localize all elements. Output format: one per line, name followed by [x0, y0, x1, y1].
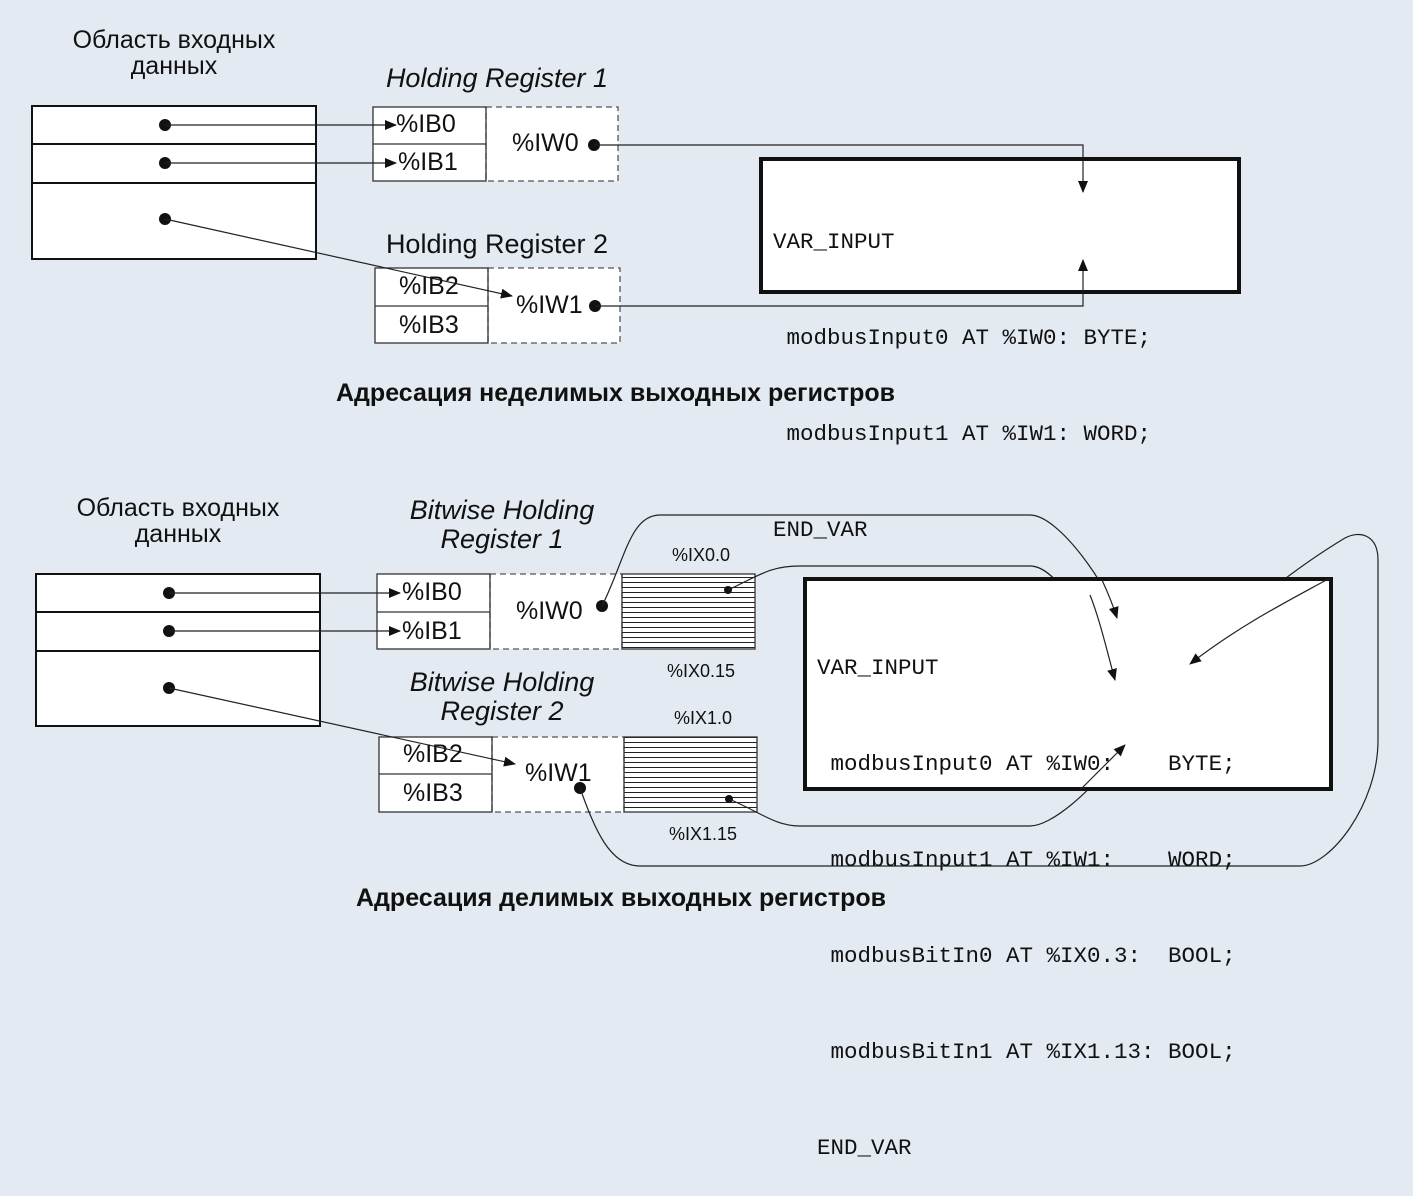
code-1-line: END_VAR [773, 517, 868, 543]
holding-register-2 [374, 267, 621, 344]
holding-register-1 [372, 106, 619, 182]
input-area-title-2: Область входных данных [48, 495, 308, 547]
input-area-title-1-line1: Область входных [72, 26, 276, 54]
bit-label-ix0-15: %IX0.15 [667, 661, 736, 681]
cell-ib2-2: %IB2 [403, 740, 463, 768]
input-area-table-1 [31, 105, 317, 260]
cell-ib0-2: %IB0 [402, 578, 462, 606]
input-area-title-1-line2: данных [130, 52, 218, 80]
cell-ib3-2: %IB3 [403, 779, 463, 807]
bitwise-register-1-title-line1: Bitwise Holding [409, 495, 595, 525]
bit-label-ix1-0: %IX1.0 [674, 708, 733, 728]
input-area-title-2-line2: данных [134, 520, 222, 548]
cell-ib3: %IB3 [399, 311, 459, 339]
caption-2: Адресация делимых выходных регистров [356, 884, 886, 912]
bit-label-ix1-15: %IX1.15 [669, 824, 738, 844]
input-area-title-2-line1: Область входных [76, 494, 280, 522]
bitwise-holding-register-1 [376, 573, 756, 650]
holding-register-2-title: Holding Register 2 [385, 229, 609, 259]
input-area-table-2 [35, 573, 321, 727]
caption-1: Адресация неделимых выходных регистров [336, 379, 895, 407]
bitwise-register-2-title-line2: Register 2 [440, 696, 564, 726]
cell-iw0-2: %IW0 [516, 597, 583, 625]
code-1-line: VAR_INPUT [773, 229, 895, 255]
bitwise-register-1-title: Bitwise Holding Register 1 [377, 496, 627, 554]
code-2-line: VAR_INPUT [817, 655, 939, 681]
code-arrow-overlay [1078, 160, 1331, 791]
code-2-line: modbusInput1 AT %IW1: WORD; [817, 847, 1236, 873]
code-box-2 [803, 577, 1333, 791]
cell-iw0: %IW0 [512, 129, 579, 157]
code-2-line: END_VAR [817, 1135, 912, 1161]
cell-ib1-2: %IB1 [402, 617, 462, 645]
cell-iw1: %IW1 [516, 291, 583, 319]
cell-ib0: %IB0 [396, 110, 456, 138]
bitwise-holding-register-2 [378, 736, 758, 813]
code-box-1 [759, 157, 1241, 294]
code-2-line: modbusInput0 AT %IW0: BYTE; [817, 751, 1236, 777]
code-2-line: modbusBitIn0 AT %IX0.3: BOOL; [817, 943, 1236, 969]
input-area-title-1: Область входных данных [44, 27, 304, 79]
code-1-line: modbusInput1 AT %IW1: WORD; [773, 421, 1152, 447]
cell-iw1-2: %IW1 [525, 759, 592, 787]
code-block-1: VAR_INPUT modbusInput0 AT %IW0: BYTE; mo… [773, 162, 1151, 578]
code-1-line: modbusInput0 AT %IW0: BYTE; [773, 325, 1152, 351]
bitwise-register-1-title-line2: Register 1 [440, 524, 564, 554]
code-2-line: modbusBitIn1 AT %IX1.13: BOOL; [817, 1039, 1236, 1065]
holding-register-1-title: Holding Register 1 [385, 63, 609, 93]
cell-ib1: %IB1 [398, 148, 458, 176]
bitwise-register-2-title-line1: Bitwise Holding [409, 667, 595, 697]
bit-label-ix0-0: %IX0.0 [672, 545, 731, 565]
bitwise-register-2-title: Bitwise Holding Register 2 [377, 668, 627, 726]
cell-ib2: %IB2 [399, 272, 459, 300]
